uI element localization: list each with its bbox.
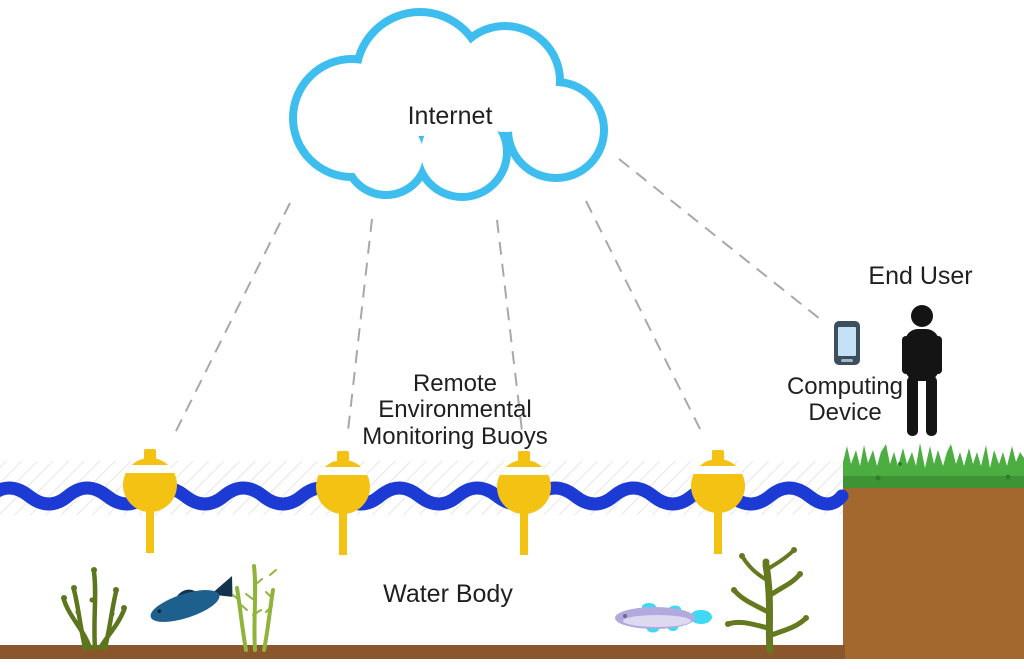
internet-cloud-icon — [289, 8, 608, 201]
grass-dot — [875, 475, 881, 481]
fish-right-icon — [615, 603, 712, 633]
water-body-label: Water Body — [383, 580, 513, 608]
grass-dot — [1005, 474, 1011, 480]
grass-blades-icon — [843, 443, 1024, 476]
link-cloud-buoy-1 — [172, 202, 291, 438]
seaweed-light-icon — [232, 564, 277, 652]
grass-dot — [898, 462, 902, 466]
seaweed-dark-icon — [61, 567, 127, 651]
shore — [843, 443, 1024, 659]
computing-device-icon — [834, 321, 860, 365]
link-cloud-buoy-3 — [496, 219, 523, 432]
link-cloud-device — [618, 158, 821, 320]
dashed-links — [172, 158, 821, 438]
fish-left-icon — [150, 575, 233, 622]
end-user-icon — [902, 305, 942, 436]
link-cloud-buoy-4 — [585, 200, 705, 438]
remote-buoys-label: Remote Environmental Monitoring Buoys — [362, 370, 548, 450]
soil-block — [843, 486, 1024, 659]
link-cloud-buoy-2 — [347, 218, 373, 432]
internet-label: Internet — [407, 102, 493, 130]
computing-device-label: Computing Device — [786, 373, 904, 427]
end-user-label: End User — [868, 262, 973, 290]
sediment-strip — [0, 645, 845, 659]
coral-icon — [725, 547, 809, 654]
